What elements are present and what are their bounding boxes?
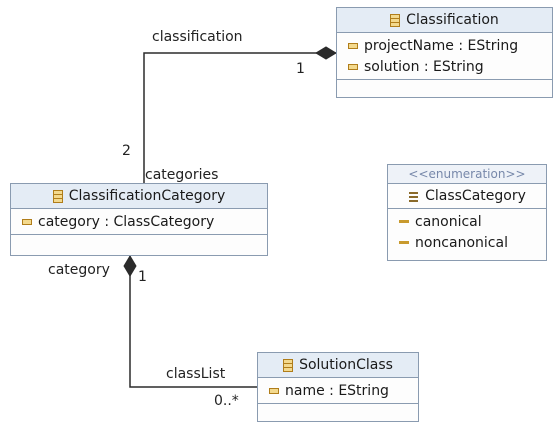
literal-icon xyxy=(399,220,409,223)
solution-class-header: SolutionClass xyxy=(258,353,418,378)
class-icon xyxy=(283,358,294,372)
enumeration-stereotype: <<enumeration>> xyxy=(388,165,546,184)
attribute-label: category : ClassCategory xyxy=(38,213,215,230)
operation-section xyxy=(258,404,418,408)
class-name: ClassificationCategory xyxy=(68,188,226,204)
attribute-row[interactable]: category : ClassCategory xyxy=(11,211,267,232)
class-icon xyxy=(390,13,401,27)
class-category-enum-header: ClassCategory xyxy=(388,184,546,209)
role-label-categories: categories xyxy=(145,167,219,183)
class-name: SolutionClass xyxy=(299,357,393,373)
enum-literal-label: noncanonical xyxy=(415,234,508,251)
attribute-label: projectName : EString xyxy=(364,37,519,54)
multiplicity-label-classification: 1 xyxy=(296,61,305,77)
role-label-classification: classification xyxy=(152,29,243,45)
solution-class-box[interactable]: SolutionClass name : EString xyxy=(257,352,419,422)
operation-section xyxy=(337,80,552,84)
attribute-row[interactable]: name : EString xyxy=(258,380,418,401)
classification-category-class-header: ClassificationCategory xyxy=(11,184,267,209)
association-line-classlist xyxy=(129,256,257,388)
composition-diamond-category xyxy=(123,255,137,277)
attribute-label: name : EString xyxy=(285,382,389,399)
enumeration-icon xyxy=(408,191,419,202)
attribute-icon xyxy=(348,42,358,49)
classification-class-box[interactable]: Classification projectName : EString sol… xyxy=(336,7,553,98)
association-line-categories xyxy=(143,52,336,183)
attribute-icon xyxy=(22,218,32,225)
classification-category-class-box[interactable]: ClassificationCategory category : ClassC… xyxy=(10,183,268,256)
attribute-section: category : ClassCategory xyxy=(11,209,267,235)
class-category-enum-box[interactable]: <<enumeration>> ClassCategory canonical … xyxy=(387,164,547,261)
role-label-classlist: classList xyxy=(166,366,226,382)
operation-section xyxy=(11,235,267,239)
attribute-label: solution : EString xyxy=(364,58,484,75)
literal-section: canonical noncanonical xyxy=(388,209,546,255)
class-icon xyxy=(52,189,63,203)
enum-literal-row[interactable]: canonical xyxy=(388,211,546,232)
attribute-row[interactable]: projectName : EString xyxy=(337,35,552,56)
classification-class-header: Classification xyxy=(337,8,552,33)
role-label-category: category xyxy=(48,262,110,278)
composition-diamond-classification xyxy=(315,46,337,60)
class-name: Classification xyxy=(406,12,499,28)
multiplicity-label-classlist: 0..* xyxy=(214,393,239,409)
multiplicity-label-category: 1 xyxy=(138,269,147,285)
attribute-row[interactable]: solution : EString xyxy=(337,56,552,77)
attribute-icon xyxy=(269,387,279,394)
attribute-section: name : EString xyxy=(258,378,418,404)
literal-icon xyxy=(399,241,409,244)
attribute-icon xyxy=(348,63,358,70)
attribute-section: projectName : EString solution : EString xyxy=(337,33,552,80)
enum-name: ClassCategory xyxy=(425,188,526,204)
enum-literal-label: canonical xyxy=(415,213,482,230)
enum-literal-row[interactable]: noncanonical xyxy=(388,232,546,253)
multiplicity-label-categories: 2 xyxy=(122,143,131,159)
